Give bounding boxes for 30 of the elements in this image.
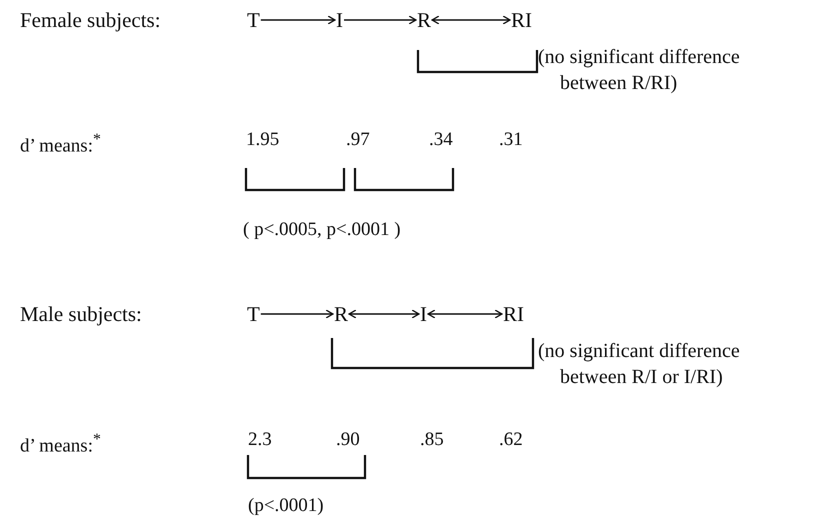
mean-value: .34 [429,128,453,152]
arrow [344,15,417,25]
condition-label: I [336,8,343,32]
note-text: (no significant difference between R/I or I/RI) [538,339,741,390]
condition-label: T [247,8,260,32]
mean-value: .90 [336,428,360,452]
arrow [260,309,334,319]
heading-label: Male subjects: [20,302,142,326]
mean-value: .62 [499,428,523,452]
condition-label: R [334,302,348,326]
condition-label: I [420,302,427,326]
condition-label: R [417,8,432,32]
condition-label: RI [511,8,532,32]
p-value-text: ( p<.0005, p<.0001 ) [243,218,401,242]
arrow [348,309,420,319]
condition-label: RI [503,302,524,326]
arrow [260,15,336,25]
mean-value: 1.95 [246,128,280,152]
mean-value: .97 [346,128,370,152]
row-label: d’ means:$^{*}$ [20,130,101,158]
row-label: d’ means:$^{*}$ [20,430,101,458]
condition-label: T [247,302,260,326]
arrow [431,15,511,25]
heading-label: Female subjects: [20,8,161,32]
mean-value: .31 [499,128,523,152]
mean-value: .85 [420,428,444,452]
mean-value: 2.3 [248,428,272,452]
note-text: (no significant difference between R/RI) [538,45,741,96]
arrow [427,309,503,319]
p-value-text: (p<.0001) [248,494,324,518]
